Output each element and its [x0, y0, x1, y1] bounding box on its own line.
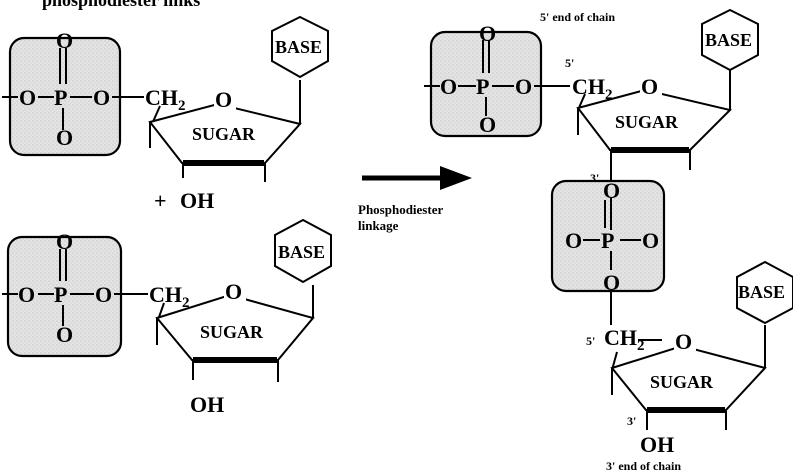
- link-p: P: [601, 228, 614, 253]
- five-prime-end-label: 5' end of chain: [540, 10, 615, 24]
- prime3-label: 3': [590, 171, 599, 185]
- atom-o-top: O: [479, 21, 496, 46]
- atom-p: P: [54, 282, 67, 307]
- base-label: BASE: [705, 30, 752, 50]
- phosphate-box: [429, 30, 543, 138]
- atom-o-top: O: [56, 229, 73, 254]
- ch2-group: CH2: [145, 85, 186, 114]
- plus-sign: +: [154, 188, 167, 213]
- sugar-ring: [576, 88, 732, 151]
- three-prime-end-label: 3' end of chain: [606, 459, 681, 473]
- link-o-right: O: [642, 228, 659, 253]
- prime5-label: 5': [565, 56, 574, 70]
- hydroxyl-3prime: OH: [640, 432, 674, 457]
- sugar-ring: [610, 344, 767, 411]
- link-o-bottom: O: [603, 270, 620, 295]
- sugar-ring: [155, 293, 315, 361]
- phosphate-box: [6, 235, 123, 358]
- reaction-label-line2: linkage: [358, 218, 399, 233]
- prime3-label: 3': [627, 414, 636, 428]
- base-label: BASE: [275, 37, 322, 57]
- sugar-ring: [148, 102, 302, 164]
- ring-oxygen: O: [215, 87, 232, 112]
- hydroxyl-3prime: OH: [190, 392, 224, 417]
- hydroxyl-3prime: OH: [180, 188, 214, 213]
- atom-o-bottom: O: [479, 112, 496, 137]
- atom-o-bottom: O: [56, 322, 73, 347]
- sugar-label: SUGAR: [200, 322, 264, 342]
- caption-fragment: phosphodiester links: [42, 0, 200, 10]
- base-label: BASE: [738, 282, 785, 302]
- link-o-left: O: [565, 228, 582, 253]
- atom-o-left: O: [18, 282, 35, 307]
- prime5-label: 5': [586, 334, 595, 348]
- atom-p: P: [54, 85, 67, 110]
- base-hexagon: [274, 218, 332, 284]
- sugar-label: SUGAR: [650, 372, 714, 392]
- reaction-arrow: [362, 166, 472, 190]
- nucleotide-bottom-left: O P O O O CH2 O SUGAR BASE OH: [2, 218, 332, 417]
- atom-o-top: O: [56, 28, 73, 53]
- product-top-nucleotide: 5' end of chain O P O O O 5' CH2 O SUGAR…: [424, 8, 759, 185]
- atom-o-right: O: [93, 85, 110, 110]
- base-hexagon: [736, 260, 793, 325]
- atom-o-right: O: [95, 282, 112, 307]
- sugar-label: SUGAR: [615, 112, 679, 132]
- atom-o-left: O: [440, 74, 457, 99]
- base-hexagon: [701, 8, 759, 72]
- base-label: BASE: [278, 242, 325, 262]
- atom-o-right: O: [515, 74, 532, 99]
- ring-oxygen: O: [225, 279, 242, 304]
- base-hexagon: [271, 15, 329, 79]
- ring-oxygen: O: [675, 329, 692, 354]
- ch2-group: CH2: [572, 74, 613, 103]
- atom-o-left: O: [19, 85, 36, 110]
- ch2-group: CH2: [149, 282, 190, 311]
- link-o-top: O: [603, 178, 620, 203]
- product-bottom-nucleotide: 5' CH2 O SUGAR BASE 3' OH 3' end of chai…: [586, 260, 793, 473]
- ring-oxygen: O: [641, 74, 658, 99]
- nucleotide-top-left: O P O O O CH2 O SUGAR BASE + OH: [2, 15, 329, 213]
- reaction-label-line1: Phosphodiester: [358, 202, 443, 217]
- atom-o-bottom: O: [56, 125, 73, 150]
- sugar-label: SUGAR: [192, 124, 256, 144]
- atom-p: P: [476, 74, 489, 99]
- ch2-group: CH2: [604, 325, 645, 354]
- linkage-phosphate-box: [550, 179, 666, 293]
- phosphodiester-link: O O P O O: [550, 170, 666, 325]
